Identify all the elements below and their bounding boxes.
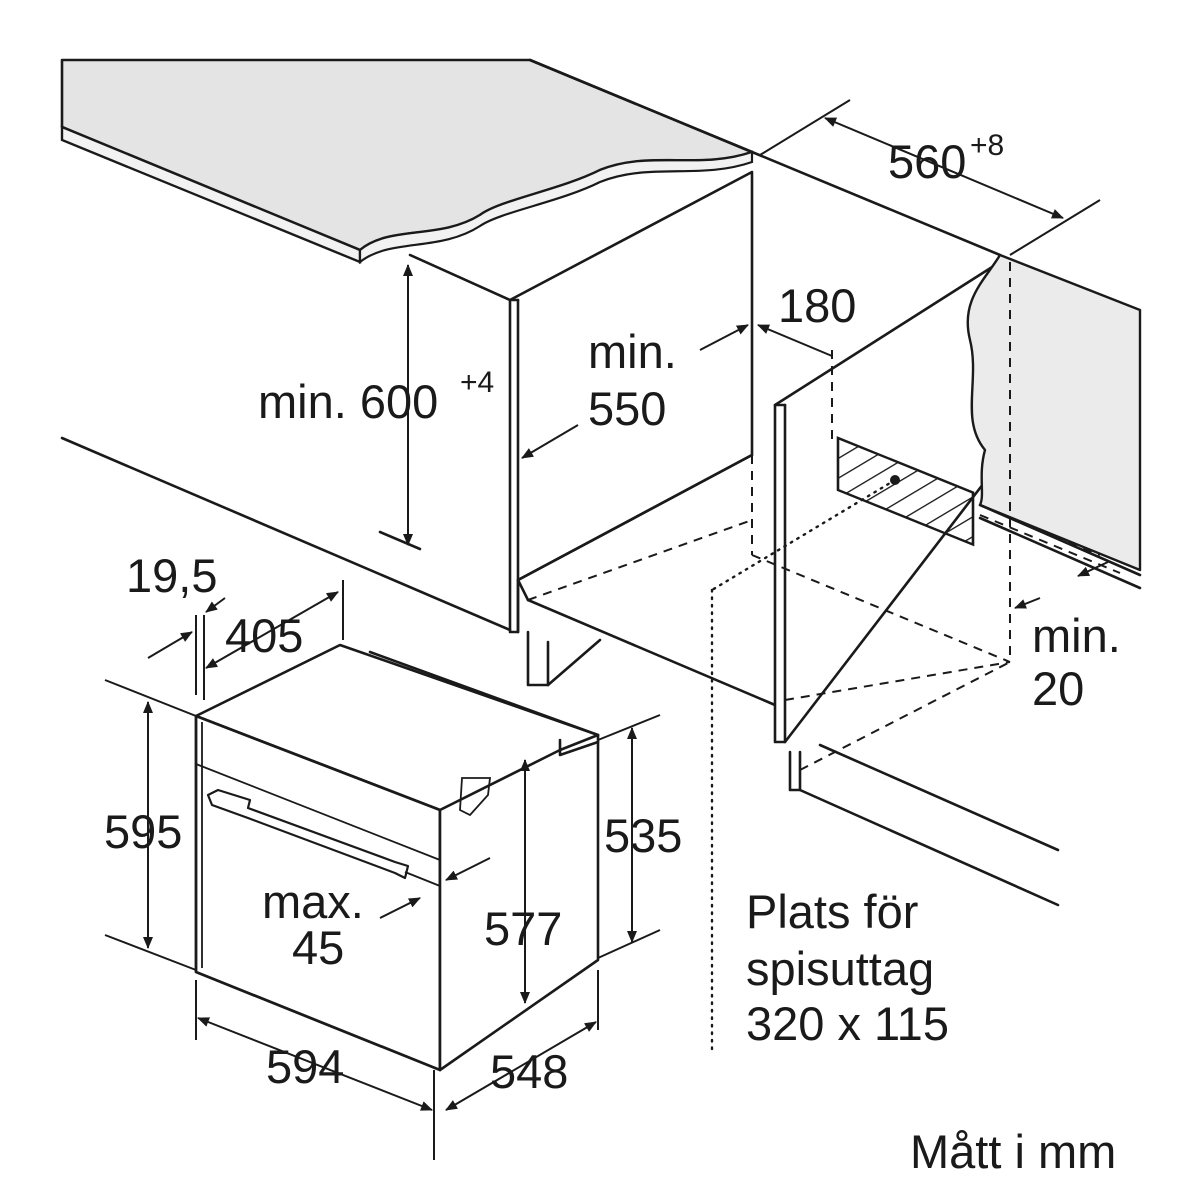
label-oven-depth: 548	[490, 1045, 568, 1098]
label-height-sup: +4	[460, 366, 494, 399]
label-inner-height: 577	[484, 902, 562, 955]
socket-note-line2: spisuttag	[746, 942, 934, 995]
label-handle-line1: max.	[262, 875, 364, 928]
label-front-depth: 19,5	[126, 549, 217, 602]
dimension-lines	[104, 99, 1109, 1160]
label-gap-line2: 20	[1032, 662, 1084, 715]
counter-top	[60, 58, 754, 252]
label-oven-width: 594	[266, 1040, 344, 1093]
label-height-min: min. 600	[258, 375, 438, 428]
label-depth-line2: 550	[588, 382, 666, 435]
label-top-depth: 405	[225, 609, 303, 662]
oven-handle	[206, 788, 410, 880]
label-width-sup: +8	[970, 129, 1004, 162]
oven-unit	[194, 643, 600, 1072]
label-gap-line1: min.	[1032, 609, 1121, 662]
label-depth-line1: min.	[588, 325, 677, 378]
socket-note-line1: Plats för	[746, 885, 918, 938]
socket-note: Plats för spisuttag 320 x 115	[746, 885, 949, 1050]
oven-side	[438, 733, 600, 1072]
units-note: Mått i mm	[910, 1125, 1116, 1178]
label-body-height: 535	[604, 809, 682, 862]
label-offset: 180	[778, 279, 856, 332]
kitchen-cabinet	[60, 58, 1142, 1052]
socket-note-line3: 320 x 115	[746, 997, 949, 1050]
label-oven-height: 595	[104, 805, 182, 858]
hatched-socket-icon	[836, 436, 975, 547]
counter-break	[358, 150, 754, 265]
label-width-main: 560	[888, 135, 966, 188]
dimension-labels: 560 +8 min. 600 +4 min. 550 180 min. 20 …	[104, 129, 1121, 1098]
label-handle-line2: 45	[292, 921, 344, 974]
